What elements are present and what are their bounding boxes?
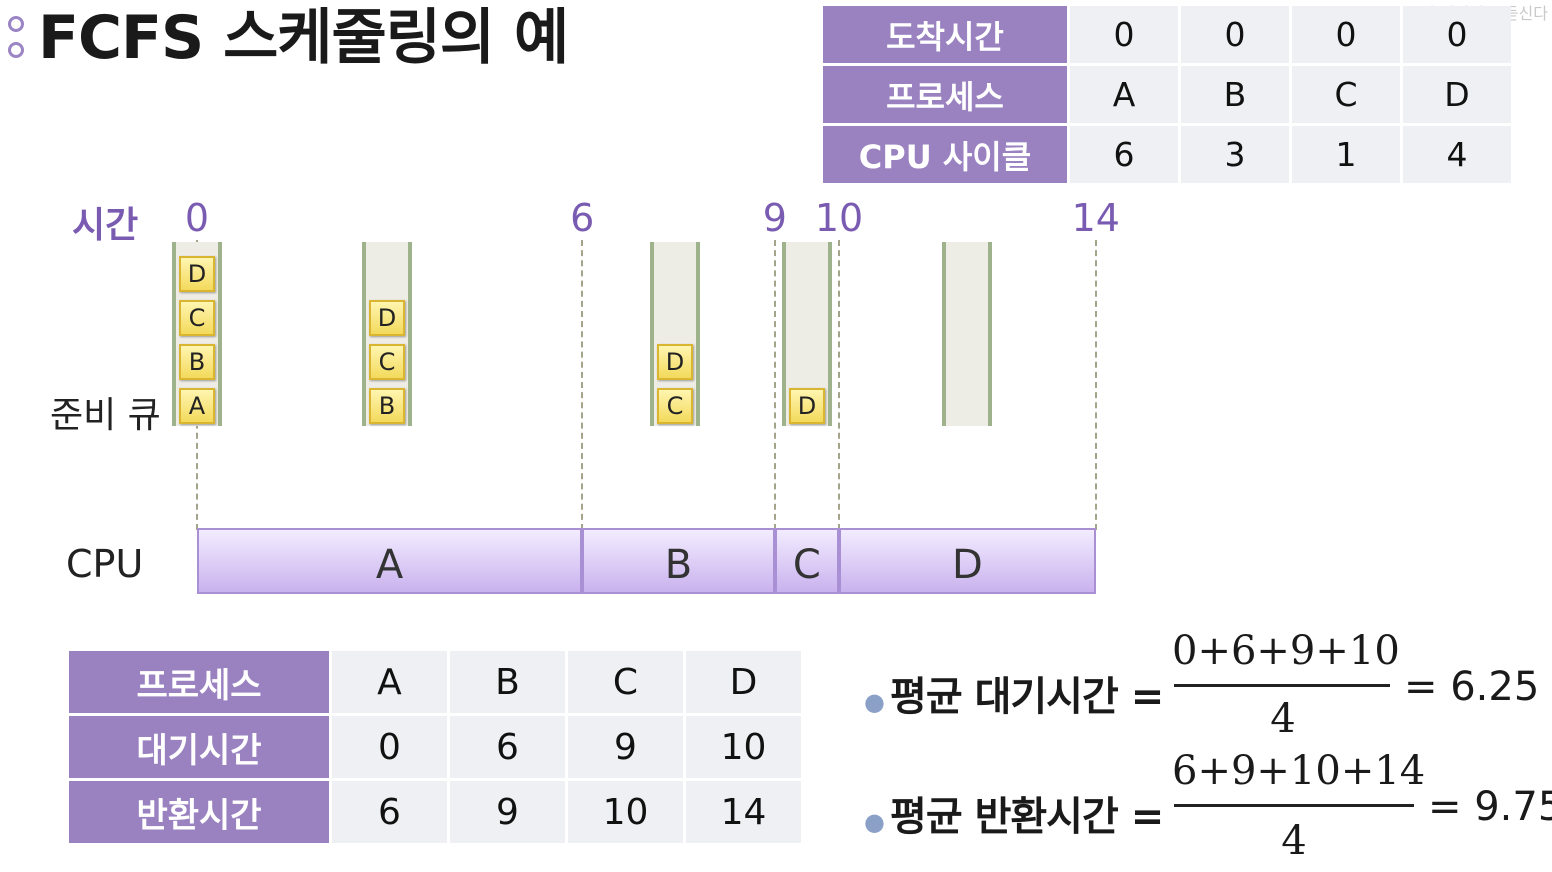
table-cell: 9 (450, 781, 565, 843)
process-box: B (369, 388, 405, 424)
row-header: 반환시간 (69, 781, 329, 843)
cpu-segment: B (582, 528, 775, 594)
table-cell: 0 (1403, 6, 1511, 63)
table-cell: A (332, 651, 447, 713)
table-cell: D (686, 651, 801, 713)
cpu-segment: D (839, 528, 1096, 594)
time-tick-label: 0 (184, 196, 210, 240)
process-box: C (657, 388, 693, 424)
time-axis-label: 시간 (72, 205, 139, 246)
table-cell: 6 (450, 716, 565, 778)
table-row: 대기시간 0 6 9 10 (69, 716, 801, 778)
avg-wait-numerator: 0+6+9+10 (1172, 628, 1400, 674)
table-cell: 3 (1181, 126, 1289, 183)
table-cell: D (1403, 66, 1511, 123)
cpu-segment: A (197, 528, 583, 594)
table-cell: 0 (1181, 6, 1289, 63)
table-row: 프로세스 A B C D (823, 66, 1511, 123)
row-header: 프로세스 (69, 651, 329, 713)
bullet-icon: ● (864, 808, 885, 836)
result-table: 프로세스 A B C D 대기시간 0 6 9 10 반환시간 6 9 10 1… (66, 648, 804, 846)
avg-turnaround-numerator: 6+9+10+14 (1172, 748, 1426, 794)
table-cell: 6 (1070, 126, 1178, 183)
table-cell: 0 (332, 716, 447, 778)
avg-wait-formula: ● 평균 대기시간 = (864, 664, 1164, 722)
ready-queue-column (942, 242, 992, 426)
table-cell: 0 (1292, 6, 1400, 63)
table-row: 반환시간 6 9 10 14 (69, 781, 801, 843)
time-guide-line (1094, 240, 1097, 530)
table-row: 프로세스 A B C D (69, 651, 801, 713)
table-cell: 10 (686, 716, 801, 778)
process-box: D (657, 344, 693, 380)
ready-queue-label: 준비 큐 (50, 395, 161, 436)
process-box: A (179, 388, 215, 424)
time-tick-label: 14 (1071, 196, 1120, 240)
table-row: 도착시간 0 0 0 0 (823, 6, 1511, 63)
table-cell: C (568, 651, 683, 713)
table-cell: 9 (568, 716, 683, 778)
avg-turnaround-fraction-line (1174, 804, 1414, 807)
cpu-segment: C (774, 528, 839, 594)
row-header: 대기시간 (69, 716, 329, 778)
avg-wait-label: 평균 대기시간 = (890, 674, 1164, 720)
time-tick-label: 6 (570, 196, 595, 240)
process-box: C (369, 344, 405, 380)
table-cell: B (1181, 66, 1289, 123)
avg-turnaround-denominator: 4 (1281, 818, 1307, 864)
avg-wait-result: = 6.25 (1404, 664, 1540, 710)
process-box: B (179, 344, 215, 380)
table-cell: B (450, 651, 565, 713)
process-box: C (179, 300, 215, 336)
row-header: CPU 사이클 (823, 126, 1067, 183)
table-cell: 10 (568, 781, 683, 843)
time-tick-label: 9 (762, 196, 787, 240)
table-cell: C (1292, 66, 1400, 123)
avg-wait-denominator: 4 (1270, 696, 1296, 742)
table-cell: A (1070, 66, 1178, 123)
time-guide-line (773, 240, 776, 530)
table-cell: 6 (332, 781, 447, 843)
arrival-table: 도착시간 0 0 0 0 프로세스 A B C D CPU 사이클 6 3 1 … (820, 3, 1514, 186)
time-tick-label: 10 (814, 196, 864, 240)
table-cell: 1 (1292, 126, 1400, 183)
table-row: CPU 사이클 6 3 1 4 (823, 126, 1511, 183)
title-bullet-icon (8, 12, 30, 64)
row-header: 프로세스 (823, 66, 1067, 123)
process-box: D (369, 300, 405, 336)
table-cell: 14 (686, 781, 801, 843)
time-guide-line (581, 240, 584, 530)
process-box: D (179, 256, 215, 292)
table-cell: 0 (1070, 6, 1178, 63)
avg-wait-fraction-line (1174, 684, 1390, 687)
bullet-icon: ● (864, 688, 885, 716)
time-guide-line (838, 240, 840, 530)
cpu-label: CPU (66, 542, 144, 586)
page-title: FCFS 스케줄링의 예 (38, 3, 569, 73)
avg-turnaround-result: = 9.75 (1428, 784, 1552, 830)
avg-turnaround-label: 평균 반환시간 = (890, 794, 1164, 840)
table-cell: 4 (1403, 126, 1511, 183)
row-header: 도착시간 (823, 6, 1067, 63)
process-box: D (789, 388, 825, 424)
avg-turnaround-formula: ● 평균 반환시간 = (864, 784, 1164, 842)
